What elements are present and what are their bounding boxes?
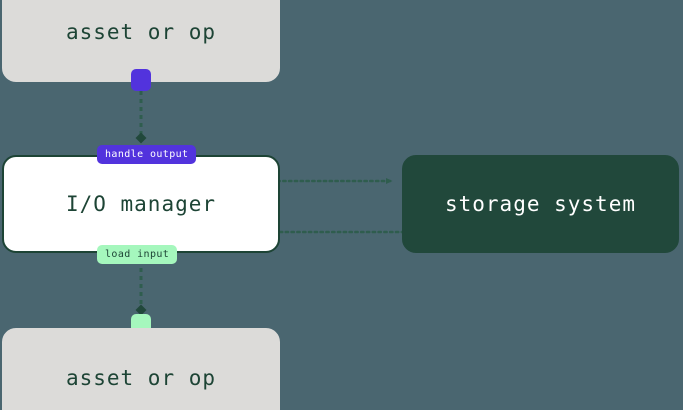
node-label-storage-system: storage system	[444, 192, 636, 216]
node-label-asset-or-op-top: asset or op	[65, 20, 217, 44]
node-label-asset-or-op-bottom: asset or op	[65, 366, 217, 390]
node-label-io-manager: I/O manager	[65, 192, 217, 216]
node-asset-or-op-top[interactable]: asset or op	[2, 0, 280, 82]
node-asset-or-op-bottom[interactable]: asset or op	[2, 328, 280, 410]
handle-output-port[interactable]	[131, 69, 151, 91]
node-storage-system[interactable]: storage system	[402, 155, 679, 253]
edge-label-handle-output-text: handle output	[105, 149, 189, 160]
edge-label-load-input-text: load input	[105, 249, 170, 260]
edge-label-handle-output[interactable]: handle output	[97, 145, 197, 164]
edge-label-load-input[interactable]: load input	[97, 245, 178, 264]
node-io-manager[interactable]: I/O manager	[2, 155, 280, 253]
